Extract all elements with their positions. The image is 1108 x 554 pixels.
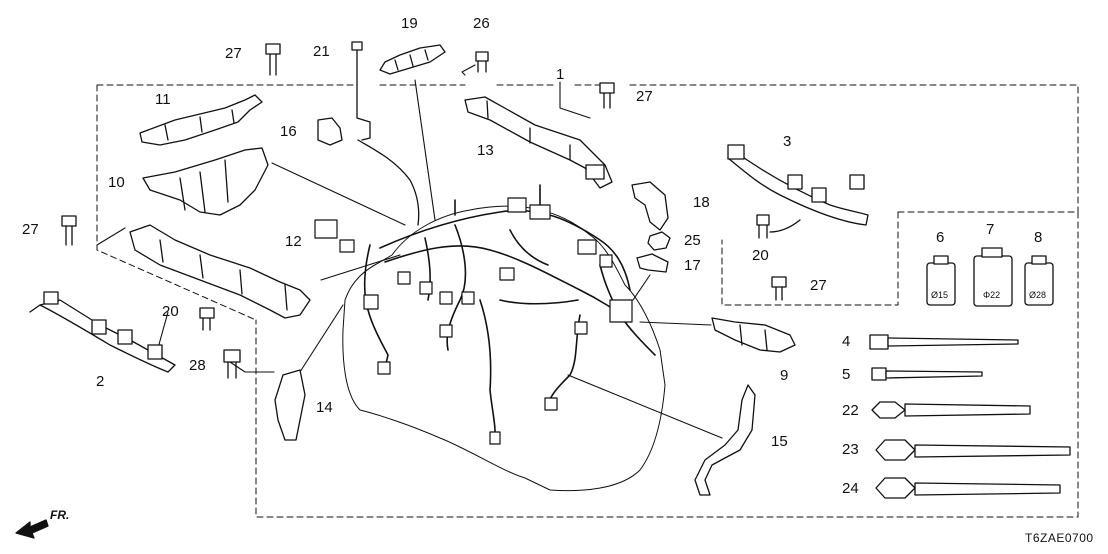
- part-26-bolt: [475, 51, 489, 73]
- callout-3: 3: [783, 133, 792, 150]
- callout-24: 24: [842, 480, 859, 497]
- front-arrow-icon: [15, 519, 49, 539]
- callout-25: 25: [684, 232, 701, 249]
- callout-22: 22: [842, 402, 859, 419]
- callout-16: 16: [280, 123, 297, 140]
- harness-connectors: [314, 197, 633, 445]
- part-15-bracket: [694, 384, 756, 496]
- callout-14: 14: [316, 399, 333, 416]
- clip-8: [1024, 255, 1054, 306]
- clip-6: [926, 255, 956, 306]
- callout-6: 6: [936, 229, 945, 246]
- part-20-bolts: [199, 214, 770, 331]
- engine-outline: [342, 205, 666, 492]
- callout-12: 12: [285, 233, 302, 250]
- clip-6-size: Ø15: [931, 290, 949, 300]
- part-10-box: [142, 147, 269, 216]
- callout-20a: 20: [162, 303, 179, 320]
- callout-23: 23: [842, 441, 859, 458]
- part-17-clip: [636, 253, 669, 273]
- part-9-cover: [711, 317, 796, 353]
- callout-1: 1: [556, 66, 565, 83]
- callout-4: 4: [842, 333, 851, 350]
- part-3-harness: [727, 144, 869, 233]
- part-19-bracket: [379, 44, 446, 75]
- clip-8-size: Ø28: [1029, 290, 1047, 300]
- callout-5: 5: [842, 366, 851, 383]
- part-11-cover: [139, 94, 263, 146]
- callout-2: 2: [96, 373, 105, 390]
- callout-10: 10: [108, 174, 125, 191]
- part-18-bracket: [631, 181, 669, 231]
- callout-27c: 27: [22, 221, 39, 238]
- callout-11: 11: [155, 91, 171, 108]
- part-28-bolt: [223, 349, 241, 379]
- leader-lines: [96, 64, 723, 439]
- callout-26: 26: [473, 15, 490, 32]
- tie-24: [875, 477, 1061, 499]
- tie-22: [871, 401, 1031, 419]
- callout-28: 28: [189, 357, 206, 374]
- callout-7: 7: [986, 221, 995, 238]
- part-25-nut: [647, 231, 671, 251]
- part-27-bolts: [61, 43, 787, 301]
- main-harness: [363, 184, 656, 441]
- callout-13: 13: [477, 142, 494, 159]
- callout-17: 17: [684, 257, 701, 274]
- callout-27b: 27: [636, 88, 653, 105]
- callout-27d: 27: [810, 277, 827, 294]
- part-14-bracket: [274, 369, 306, 441]
- callout-21: 21: [313, 43, 330, 60]
- front-direction-label: FR.: [50, 508, 70, 522]
- clip-7: [973, 247, 1013, 307]
- part-12-bracket: [129, 224, 311, 319]
- tie-5: [871, 367, 983, 381]
- part-2-harness: [29, 291, 176, 373]
- callout-9: 9: [780, 367, 789, 384]
- part-21-bolt: [351, 41, 420, 226]
- part-16-clip: [317, 117, 343, 146]
- clip-7-size: Φ22: [983, 290, 1001, 300]
- callout-8: 8: [1034, 229, 1043, 246]
- assembly-boundary: [96, 84, 1079, 518]
- callout-15: 15: [771, 433, 788, 450]
- tie-23: [875, 439, 1071, 461]
- diagram-code: T6ZAE0700: [1025, 531, 1094, 545]
- tie-4: [869, 334, 1019, 350]
- part-13-rail: [464, 96, 613, 189]
- callout-18: 18: [693, 194, 710, 211]
- callout-27a: 27: [225, 45, 242, 62]
- callout-19: 19: [401, 15, 418, 32]
- callout-20b: 20: [752, 247, 769, 264]
